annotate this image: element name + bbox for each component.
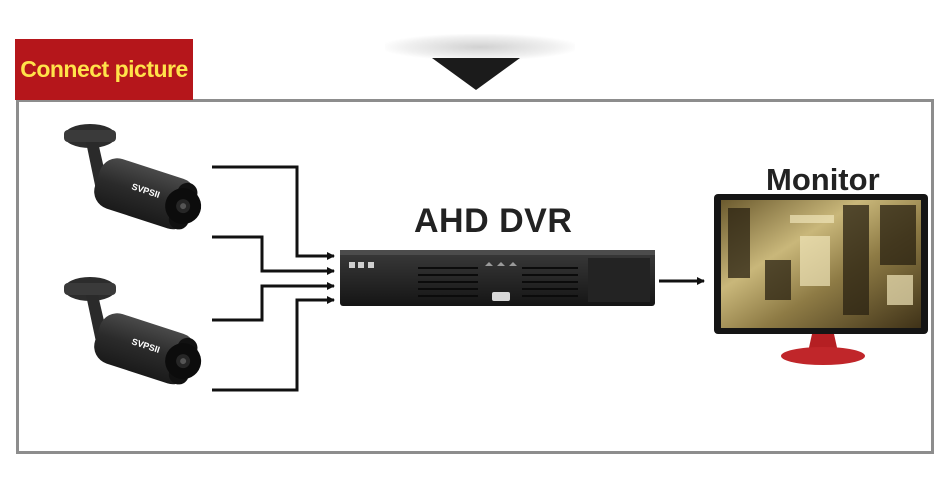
ahd-dvr-device: [340, 250, 655, 306]
monitor-label: Monitor: [766, 162, 880, 198]
connection-line-3: [212, 286, 334, 320]
dvr-label: AHD DVR: [414, 202, 572, 241]
camera-bottom: SVPSII: [64, 277, 208, 391]
connection-line-4: [212, 300, 334, 390]
monitor-device: [714, 194, 928, 365]
connection-line-1: [212, 167, 334, 256]
connection-line-2: [212, 237, 334, 271]
camera-top: SVPSII: [64, 124, 208, 236]
